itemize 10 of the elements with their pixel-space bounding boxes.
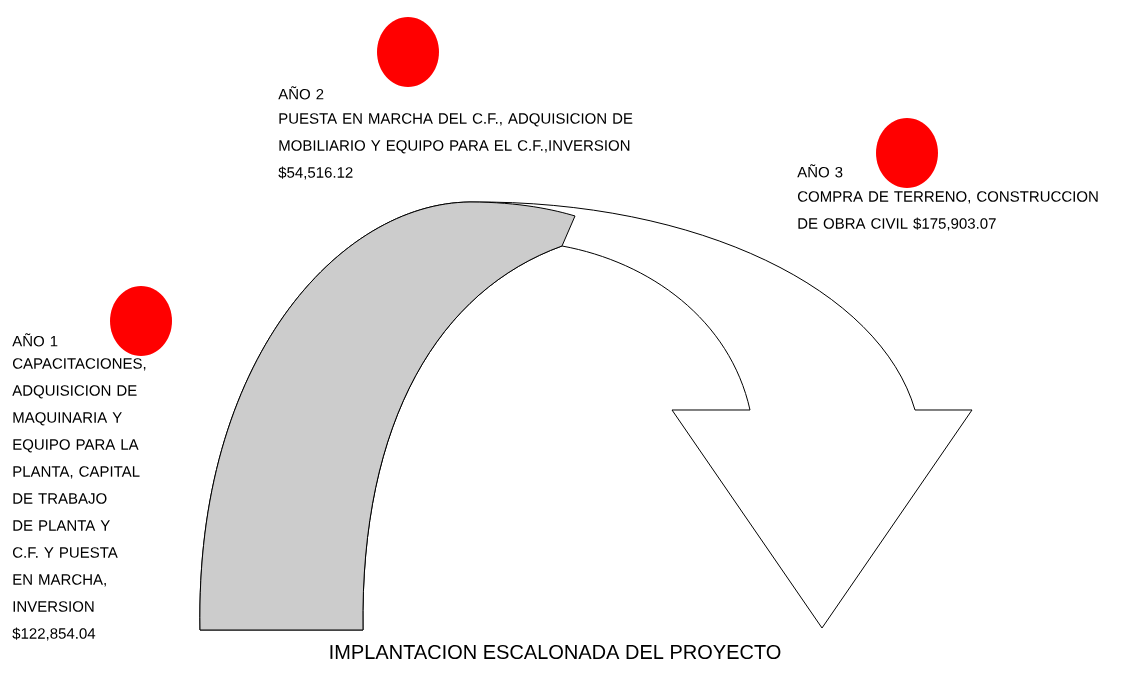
description-text: COMPRA DE TERRENO, CONSTRUCCION DE OBRA CIVIL $175,903.07 xyxy=(797,191,1098,231)
year-heading: AÑO 3 xyxy=(797,164,843,178)
description-text: PUESTA EN MARCHA DEL C.F., ADQUISICION DE MOBILIARIO Y EQUIPO PARA EL C.F.,INVERSION $54,516.12 xyxy=(278,113,633,180)
year-heading: AÑO 2 xyxy=(278,86,324,100)
circle-marker xyxy=(876,118,938,188)
circle-marker xyxy=(110,286,172,356)
caption: IMPLANTACION ESCALONADA DEL PROYECTO xyxy=(330,644,781,660)
circle-marker xyxy=(377,17,439,87)
description-text: CAPACITACIONES, ADQUISICION DE MAQUINARIA Y EQUIPO PARA LA PLANTA, CAPITAL DE TRABAJO DE PLANTA Y C.F. Y PUESTA EN MARCHA, INVERSION $122,854.04 xyxy=(12,358,146,641)
year-heading: AÑO 1 xyxy=(12,333,58,347)
